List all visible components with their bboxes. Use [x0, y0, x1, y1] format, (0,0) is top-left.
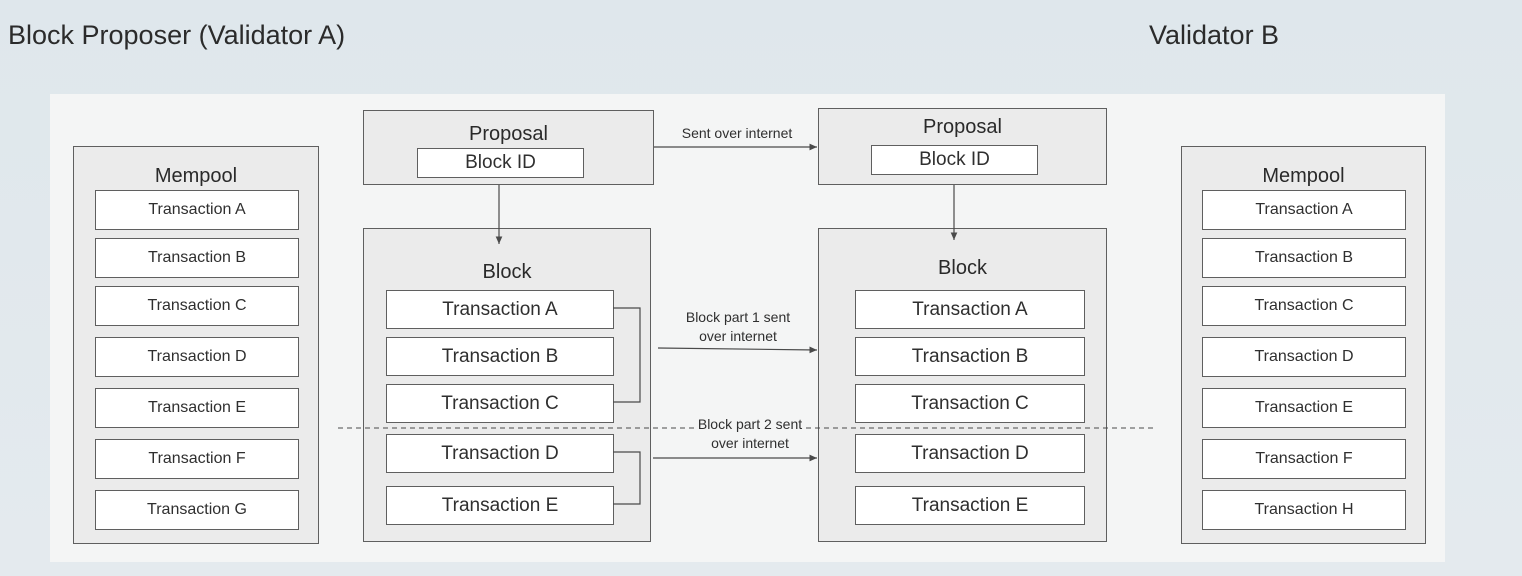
block-title: Block [482, 261, 532, 283]
block-item: Transaction B [855, 337, 1085, 376]
block-item: Transaction E [386, 486, 614, 525]
validator-a-title: Block Proposer (Validator A) [8, 20, 346, 50]
mempool-title: Mempool [1262, 165, 1345, 187]
block-title: Block [938, 257, 987, 279]
block-part-1-label-line1: Block part 1 sent [685, 309, 791, 325]
proposal-title: Proposal [923, 116, 1002, 138]
validator-a-proposal: Proposal Block ID [363, 110, 654, 185]
validator-b-block: Block Transaction A Transaction B Transa… [818, 228, 1107, 542]
mempool-item: Transaction F [95, 439, 299, 479]
block-part-2-label-line2: over internet [711, 435, 789, 451]
mempool-item: Transaction E [1202, 388, 1406, 428]
validator-a-mempool: Mempool Transaction A Transaction B Tran… [73, 146, 319, 544]
mempool-item: Transaction C [1202, 286, 1406, 326]
mempool-item: Transaction H [1202, 490, 1406, 530]
mempool-item: Transaction C [95, 286, 299, 326]
block-part-2-label: Block part 2 sent over internet [665, 415, 835, 453]
block-item: Transaction A [386, 290, 614, 329]
mempool-item: Transaction B [95, 238, 299, 278]
block-item: Transaction B [386, 337, 614, 376]
mempool-item: Transaction D [95, 337, 299, 377]
block-part-1-arrow [657, 346, 818, 354]
mempool-item: Transaction A [95, 190, 299, 230]
validator-b-title: Validator B [1149, 20, 1280, 50]
block-id-field: Block ID [417, 148, 584, 178]
block-item: Transaction E [855, 486, 1085, 525]
mempool-item: Transaction F [1202, 439, 1406, 479]
validator-a-block: Block Transaction A Transaction B Transa… [363, 228, 651, 542]
block-item: Transaction A [855, 290, 1085, 329]
mempool-item: Transaction G [95, 490, 299, 530]
proposal-sent-label: Sent over internet [681, 125, 793, 141]
validator-b-proposal: Proposal Block ID [818, 108, 1107, 185]
block-part-2-label-line1: Block part 2 sent [697, 415, 803, 434]
mempool-item: Transaction A [1202, 190, 1406, 230]
block-item: Transaction D [855, 434, 1085, 473]
block-item: Transaction C [855, 384, 1085, 423]
block-id-field: Block ID [871, 145, 1038, 175]
diagram-canvas: Mempool Transaction A Transaction B Tran… [50, 94, 1445, 562]
mempool-item: Transaction E [95, 388, 299, 428]
proposal-title: Proposal [469, 123, 548, 145]
block-part-1-label-line2: over internet [699, 328, 777, 344]
block-part-1-label: Block part 1 sent over internet [653, 308, 823, 346]
validator-b-mempool: Mempool Transaction A Transaction B Tran… [1181, 146, 1426, 544]
mempool-item: Transaction B [1202, 238, 1406, 278]
mempool-item: Transaction D [1202, 337, 1406, 377]
block-item: Transaction D [386, 434, 614, 473]
mempool-title: Mempool [154, 165, 238, 187]
block-item: Transaction C [386, 384, 614, 423]
